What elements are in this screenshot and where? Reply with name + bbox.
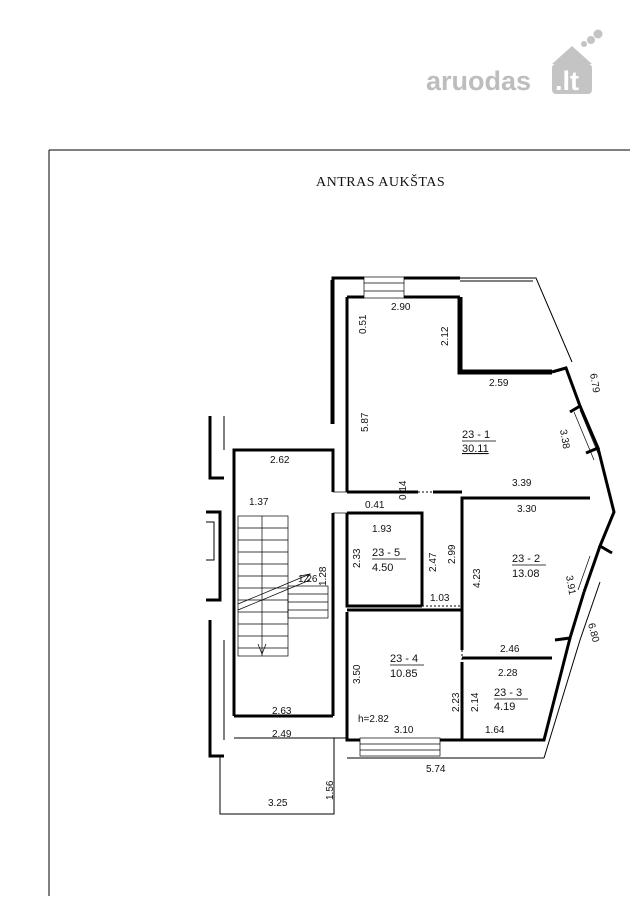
dim-stair-263: 2.63: [272, 706, 292, 717]
dim-top-window: 2.90: [391, 302, 411, 313]
dim-r3-top: 2.28: [498, 668, 518, 679]
dim-299: 2.99: [447, 544, 458, 564]
dim-r2-top: 3.30: [517, 504, 537, 515]
windows: [359, 276, 601, 757]
dim-stair-top: 2.62: [270, 455, 290, 466]
door-markers: [418, 491, 463, 662]
room-23-2-area: 13.08: [512, 568, 540, 580]
dim-balcony-side: 1.56: [325, 780, 336, 800]
room-labels: 23 - 1 30.11 23 - 2 13.08 23 - 3 4.19 23…: [358, 429, 546, 725]
dim-balcony-width: 3.25: [268, 798, 288, 809]
logo-house-icon: [552, 64, 592, 94]
dim-left-top: 0.51: [358, 314, 369, 334]
dim-diag-top: 6.79: [587, 373, 601, 395]
dim-stair-249: 2.49: [272, 729, 292, 740]
room-23-1-id: 23 - 1: [462, 429, 490, 441]
dim-hall-bottom: 3.39: [512, 478, 532, 489]
dim-diag-mid: 3.38: [557, 429, 571, 451]
dim-r3-bottom: 1.64: [485, 725, 505, 736]
dim-outer-bottom: 5.74: [426, 764, 446, 775]
dim-r4-bottom: 3.10: [394, 725, 414, 736]
dim-stair-137: 1.37: [249, 497, 269, 508]
dim-r2-right: 3.91: [563, 575, 577, 597]
dim-r5-right: 2.47: [428, 552, 439, 572]
dim-closet-bottom: 2.59: [489, 378, 509, 389]
room-23-1-area: 30.11: [462, 443, 489, 455]
room-23-5-id: 23 - 5: [372, 547, 400, 559]
dim-103: 1.03: [430, 593, 450, 604]
dim-r2-left: 4.23: [472, 568, 483, 588]
dim-r4-right: 2.23: [451, 692, 462, 712]
logo-roof-icon: [552, 46, 592, 64]
staircase: [237, 491, 347, 657]
dim-r5-left: 2.33: [352, 548, 363, 568]
dim-r4-left: 3.50: [352, 664, 363, 684]
room-23-2-id: 23 - 2: [512, 553, 540, 565]
dim-r3-left: 2.14: [470, 692, 481, 712]
dim-hall-height: 5.87: [360, 412, 371, 432]
dim-r5-width: 1.93: [372, 524, 392, 535]
dimensions: 2.90 0.51 2.12 2.59 6.79 3.38 5.87 3.39 …: [249, 302, 601, 809]
dim-closet-side: 2.12: [440, 326, 451, 346]
dim-stair-128: 1.28: [318, 566, 329, 586]
logo-text: aruodas: [426, 66, 531, 96]
room-23-3-id: 23 - 3: [494, 687, 522, 699]
dim-r2-bottom: 2.46: [500, 644, 520, 655]
dim-041: 0.41: [365, 500, 385, 511]
ceiling-height: h=2.82: [358, 714, 389, 725]
walls: [206, 276, 616, 815]
logo-tld: .lt: [555, 66, 579, 96]
dim-diag-bottom: 6.80: [585, 622, 601, 644]
aruodas-logo: aruodas .lt: [426, 29, 603, 96]
dim-014: 0.14: [398, 480, 409, 500]
room-23-4-area: 10.85: [390, 668, 418, 680]
floor-title: ANTRAS AUKŠTAS: [316, 173, 445, 190]
room-23-3-area: 4.19: [494, 701, 515, 713]
room-23-4-id: 23 - 4: [390, 653, 418, 665]
room-23-5-area: 4.50: [372, 562, 393, 574]
dim-stair-126: 1.26: [298, 574, 318, 585]
